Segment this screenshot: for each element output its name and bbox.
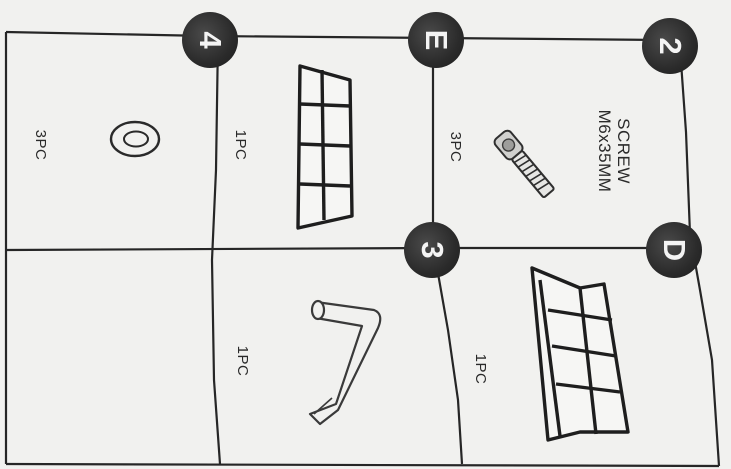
badge-3: 3	[404, 222, 460, 278]
quantity-label: 1PC	[472, 353, 489, 385]
badge-2: 2	[642, 18, 698, 74]
quantity-label: 3PC	[447, 131, 464, 163]
part-name-screw: SCREW M6x35MM	[595, 109, 633, 193]
quantity-label: 3PC	[32, 129, 49, 161]
washer-icon	[109, 120, 161, 158]
badge-4: 4	[182, 12, 238, 68]
screw-icon	[493, 129, 555, 199]
grid-line-top	[5, 30, 663, 42]
curved-slat-panel-icon	[530, 266, 630, 442]
grid-line-bottom	[5, 462, 720, 468]
grid-line-middle	[5, 246, 668, 252]
grid-line-col-2-bottom	[434, 261, 464, 465]
badge-e: E	[408, 12, 464, 68]
curved-slat-panel-icon	[296, 64, 354, 230]
quantity-label: 1PC	[234, 345, 251, 377]
quantity-label: 1PC	[232, 129, 249, 161]
grid-line-col-1	[210, 37, 222, 465]
allen-key-icon	[308, 299, 382, 426]
badge-d: D	[646, 222, 702, 278]
